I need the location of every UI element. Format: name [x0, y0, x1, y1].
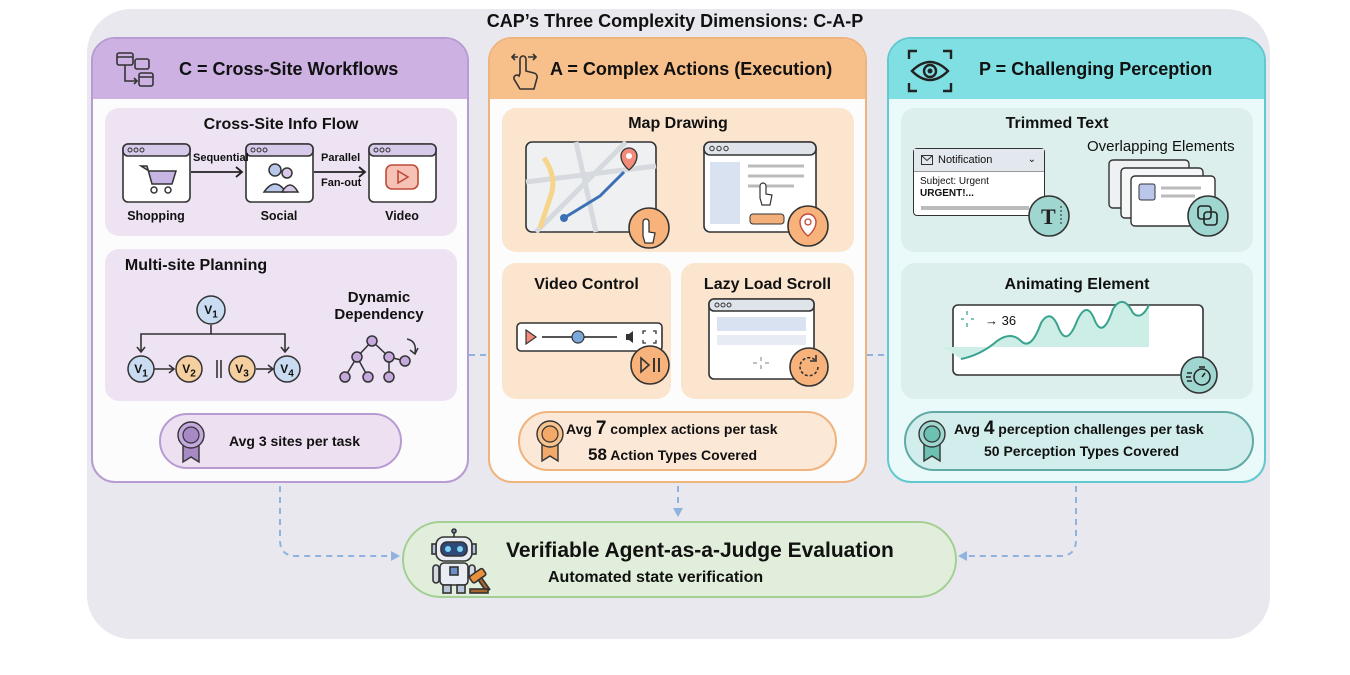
panel-title: Cross-Site Info Flow — [203, 116, 359, 133]
judge-title: Verifiable Agent-as-a-Judge Evaluation — [506, 539, 894, 562]
stat-line-2: 50 Perception Types Covered — [984, 443, 1180, 459]
column-a-title: A = Complex Actions (Execution) — [550, 59, 833, 79]
stat-text: Avg 3 sites per task — [229, 433, 360, 449]
eye-scan-icon — [907, 49, 953, 93]
video-control-panel: Video Control — [502, 263, 671, 399]
refresh-icon — [799, 356, 819, 377]
panel-title: Trimmed Text — [1005, 115, 1109, 132]
arrow-label-sequential: Sequential — [193, 152, 249, 164]
column-p-header: P = Challenging Perception — [889, 39, 1264, 99]
robot-judge-icon — [431, 528, 491, 594]
social-window — [245, 143, 314, 203]
notification-header: Notification ⌄ — [914, 149, 1044, 172]
site-label: Video — [385, 209, 419, 223]
overlapping-elements-label: Overlapping Elements — [1087, 138, 1235, 155]
planning-graph — [127, 295, 419, 383]
trimmed-text-decor: T — [921, 159, 1229, 237]
notification-card: Notification ⌄ Subject: Urgent URGENT!..… — [913, 148, 1045, 216]
video-window — [368, 143, 437, 203]
text-t-icon: T — [1041, 204, 1056, 229]
column-p-title: P = Challenging Perception — [979, 59, 1213, 79]
users-icon — [262, 163, 300, 193]
mail-icon — [921, 155, 933, 165]
layers-icon — [1197, 205, 1218, 226]
site-label: Social — [260, 209, 298, 223]
column-c-title: C = Cross-Site Workflows — [179, 59, 399, 79]
node-label: V1 — [134, 362, 148, 380]
map-drawing-panel: Map Drawing — [502, 108, 854, 252]
award-ribbon-icon — [918, 420, 946, 463]
panel-title: Map Drawing — [628, 115, 728, 132]
animating-chart-illustration — [943, 301, 1218, 394]
arrow-label-parallel: Parallel — [321, 152, 361, 164]
map-pin-icon — [620, 147, 638, 171]
page-title: CAP’s Three Complexity Dimensions: C-A-P — [486, 11, 864, 31]
panel-title: Video Control — [534, 276, 639, 293]
notification-subject: Subject: Urgent — [920, 176, 989, 187]
stopwatch-icon — [1186, 366, 1211, 386]
animated-counter: → 36 — [985, 313, 1017, 328]
award-ribbon-icon — [536, 420, 564, 463]
dependency-tree — [339, 335, 419, 383]
sites-per-task-stat: Avg 3 sites per task — [159, 413, 402, 469]
chevron-down-icon: ⌄ — [1027, 154, 1036, 165]
column-cross-site: C = Cross-Site Workflows Cross-Site Info… — [91, 37, 469, 483]
judge-subtitle: Automated state verification — [548, 569, 764, 586]
sitemap-icon — [116, 52, 154, 87]
map-drawing-illustration — [525, 140, 829, 249]
stat-line-1: Avg 7 complex actions per task — [566, 418, 778, 439]
node-label: V3 — [235, 362, 249, 380]
play-icon — [385, 164, 419, 190]
lazy-load-scroll-panel: Lazy Load Scroll — [681, 263, 854, 399]
lazy-load-illustration — [708, 298, 829, 387]
multi-site-planning-panel: Multi-site Planning — [105, 249, 457, 401]
animating-element-panel: Animating Element → 36 — [901, 263, 1253, 399]
node-label: V1 — [204, 303, 218, 321]
node-label: V4 — [280, 362, 294, 380]
video-control-illustration — [516, 322, 670, 385]
stat-line-1: Avg 4 perception challenges per task — [954, 418, 1204, 439]
agent-judge-evaluation-box: Verifiable Agent-as-a-Judge Evaluation A… — [402, 521, 957, 598]
panel-title: Lazy Load Scroll — [703, 276, 832, 293]
column-a-header: A = Complex Actions (Execution) — [490, 39, 865, 99]
award-ribbon-icon — [177, 421, 205, 464]
column-c-header: C = Cross-Site Workflows — [93, 39, 467, 99]
site-label: Shopping — [127, 209, 185, 223]
cart-icon — [138, 165, 178, 194]
trimmed-text-panel: Trimmed Text Notification ⌄ Subject: Urg… — [901, 108, 1253, 252]
notification-body: URGENT!... — [920, 188, 974, 199]
cross-site-info-flow-panel: Cross-Site Info Flow — [105, 108, 457, 236]
shopping-window — [122, 143, 191, 203]
touch-gesture-icon — [510, 53, 538, 90]
actions-per-task-stat: Avg 7 complex actions per task 58 Action… — [518, 411, 837, 471]
arrow-label-fanout: Fan-out — [321, 177, 362, 189]
panel-title: Animating Element — [1004, 276, 1150, 293]
info-flow-diagram — [122, 143, 437, 203]
perception-per-task-stat: Avg 4 perception challenges per task 50 … — [904, 411, 1254, 471]
column-complex-actions: A = Complex Actions (Execution) Map Draw… — [488, 37, 867, 483]
panel-title: Multi-site Planning — [124, 257, 268, 274]
overlap-windows — [1108, 159, 1216, 227]
tap-hand-icon — [642, 218, 656, 244]
node-label: V2 — [182, 362, 196, 380]
column-challenging-perception: P = Challenging Perception Trimmed Text … — [887, 37, 1266, 483]
stat-line-2: 58 Action Types Covered — [588, 445, 758, 464]
